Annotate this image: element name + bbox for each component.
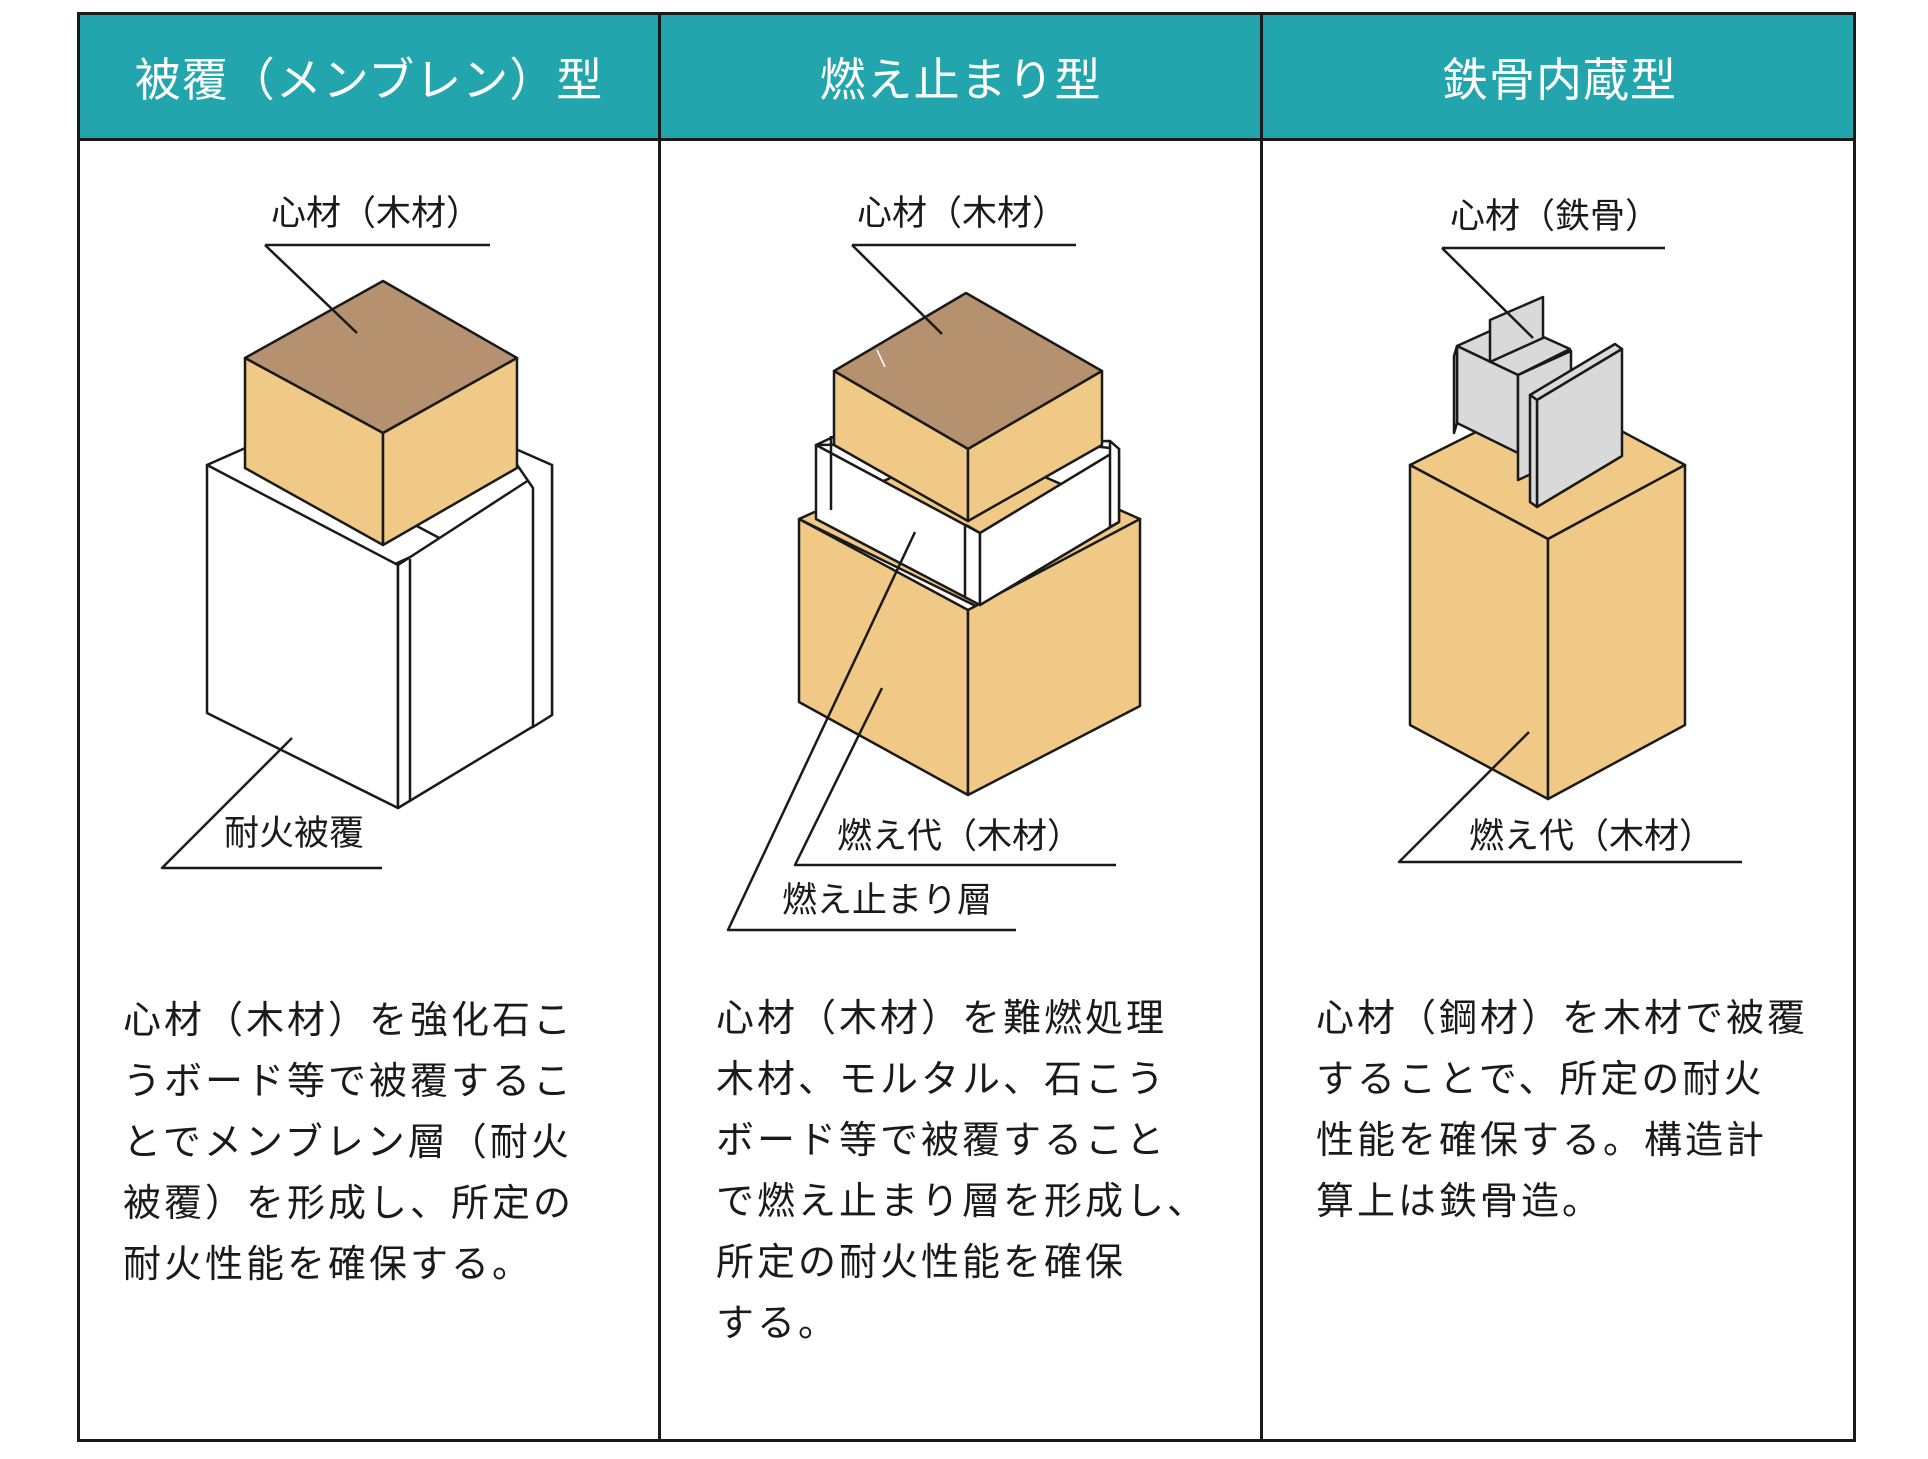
description-line: 木材、モルタル、石こう [716, 1057, 1168, 1101]
description-line: 心材（木材）を難燃処理 [716, 996, 1168, 1040]
label-fire-coating: 耐火被覆 [224, 814, 364, 854]
description-line: 被覆）を形成し、所定の [123, 1181, 575, 1225]
description-burn-stop: 心材（木材）を難燃処理 木材、モルタル、石こう ボード等で被覆すること で燃え止… [716, 988, 1208, 1354]
description-line: 心材（木材）を強化石こ [123, 998, 575, 1042]
description-line: することで、所定の耐火 [1316, 1057, 1765, 1101]
burn-stop-column-illustration: 心材（木材） 燃え代（木材） 燃え止まり層 [726, 194, 1142, 932]
burn-margin-side-face [966, 517, 1142, 797]
description-line: ボード等で被覆すること [716, 1118, 1168, 1162]
description-line: 耐火性能を確保する。 [123, 1242, 534, 1286]
description-line: で燃え止まり層を形成し、 [716, 1179, 1209, 1223]
description-membrane: 心材（木材）を強化石こ うボード等で被覆するこ とでメンブレン層（耐火 被覆）を… [123, 990, 574, 1295]
description-line: 心材（鋼材）を木材で被覆 [1316, 996, 1809, 1040]
column-title-membrane: 被覆（メンブレン）型 [134, 52, 604, 107]
header-row [80, 15, 1853, 141]
description-line: うボード等で被覆するこ [123, 1059, 575, 1103]
column-title-steel-core: 鉄骨内蔵型 [1442, 52, 1677, 107]
core-side-face [381, 356, 519, 547]
burn-margin-side-face [1546, 463, 1687, 801]
label-burn-margin: 燃え代（木材） [1469, 817, 1714, 857]
label-core: 心材（木材） [271, 194, 481, 234]
description-line: とでメンブレン層（耐火 [123, 1120, 572, 1164]
column-divider [658, 15, 661, 1439]
label-burn-margin: 燃え代（木材） [837, 817, 1082, 857]
steel-core-column-illustration: 心材（鉄骨） 燃え代（木材） [1397, 197, 1742, 864]
label-burn-stop-layer: 燃え止まり層 [782, 881, 992, 921]
membrane-column-illustration: 心材（木材） 耐火被覆 [160, 194, 554, 870]
column-divider [1260, 15, 1263, 1439]
label-core: 心材（鉄骨） [1450, 197, 1660, 237]
description-line: 算上は鉄骨造。 [1316, 1179, 1604, 1223]
description-line: する。 [716, 1301, 840, 1345]
label-core: 心材（木材） [857, 194, 1067, 234]
comparison-table: 被覆（メンブレン）型 燃え止まり型 鉄骨内蔵型 [77, 12, 1856, 1442]
column-title-burn-stop: 燃え止まり型 [819, 52, 1102, 107]
description-line: 性能を確保する。構造計 [1316, 1118, 1768, 1162]
description-steel-core: 心材（鋼材）を木材で被覆 することで、所定の耐火 性能を確保する。構造計 算上は… [1316, 988, 1808, 1232]
description-line: 所定の耐火性能を確保 [716, 1240, 1127, 1284]
core-side-face [966, 369, 1104, 523]
